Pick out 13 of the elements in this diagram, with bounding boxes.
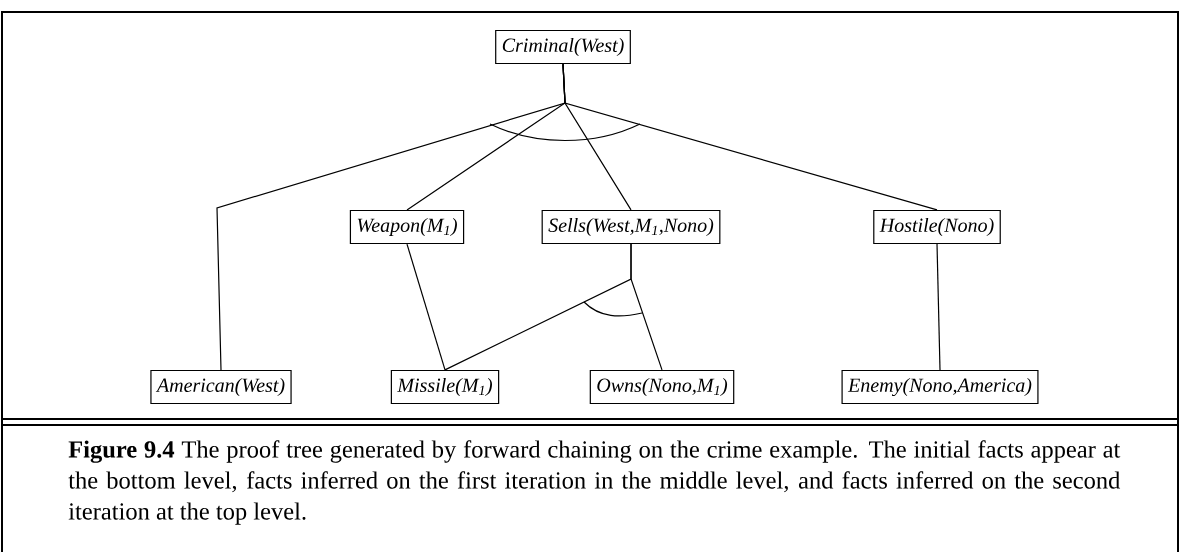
tree-link [936,243,941,371]
fact-box: Enemy(Nono,America) [841,369,1039,405]
tree-link [562,63,938,211]
fact-box: Sells(West,M$_{1}$,Nono) [541,209,721,245]
fact-box: Criminal(West) [495,29,631,65]
fact-box: Missile(M$_{1}$) [390,369,500,405]
tree-link [630,243,663,371]
figure-caption: Figure 9.4 The proof tree generated by forward chaining on the crime example. The initial facts appear at the bottom level, facts inferred on the first iteration in the middle level, and facts inferred on the second iteration at the top level. [68,440,1121,525]
fact-box: Owns(Nono,M$_{1}$) [589,369,735,405]
tree-link [406,243,446,371]
fact-box: Weapon(M$_{1}$) [349,209,465,245]
fact-box: Hostile(Nono) [873,209,1001,245]
fact-box: American(West) [150,369,292,405]
